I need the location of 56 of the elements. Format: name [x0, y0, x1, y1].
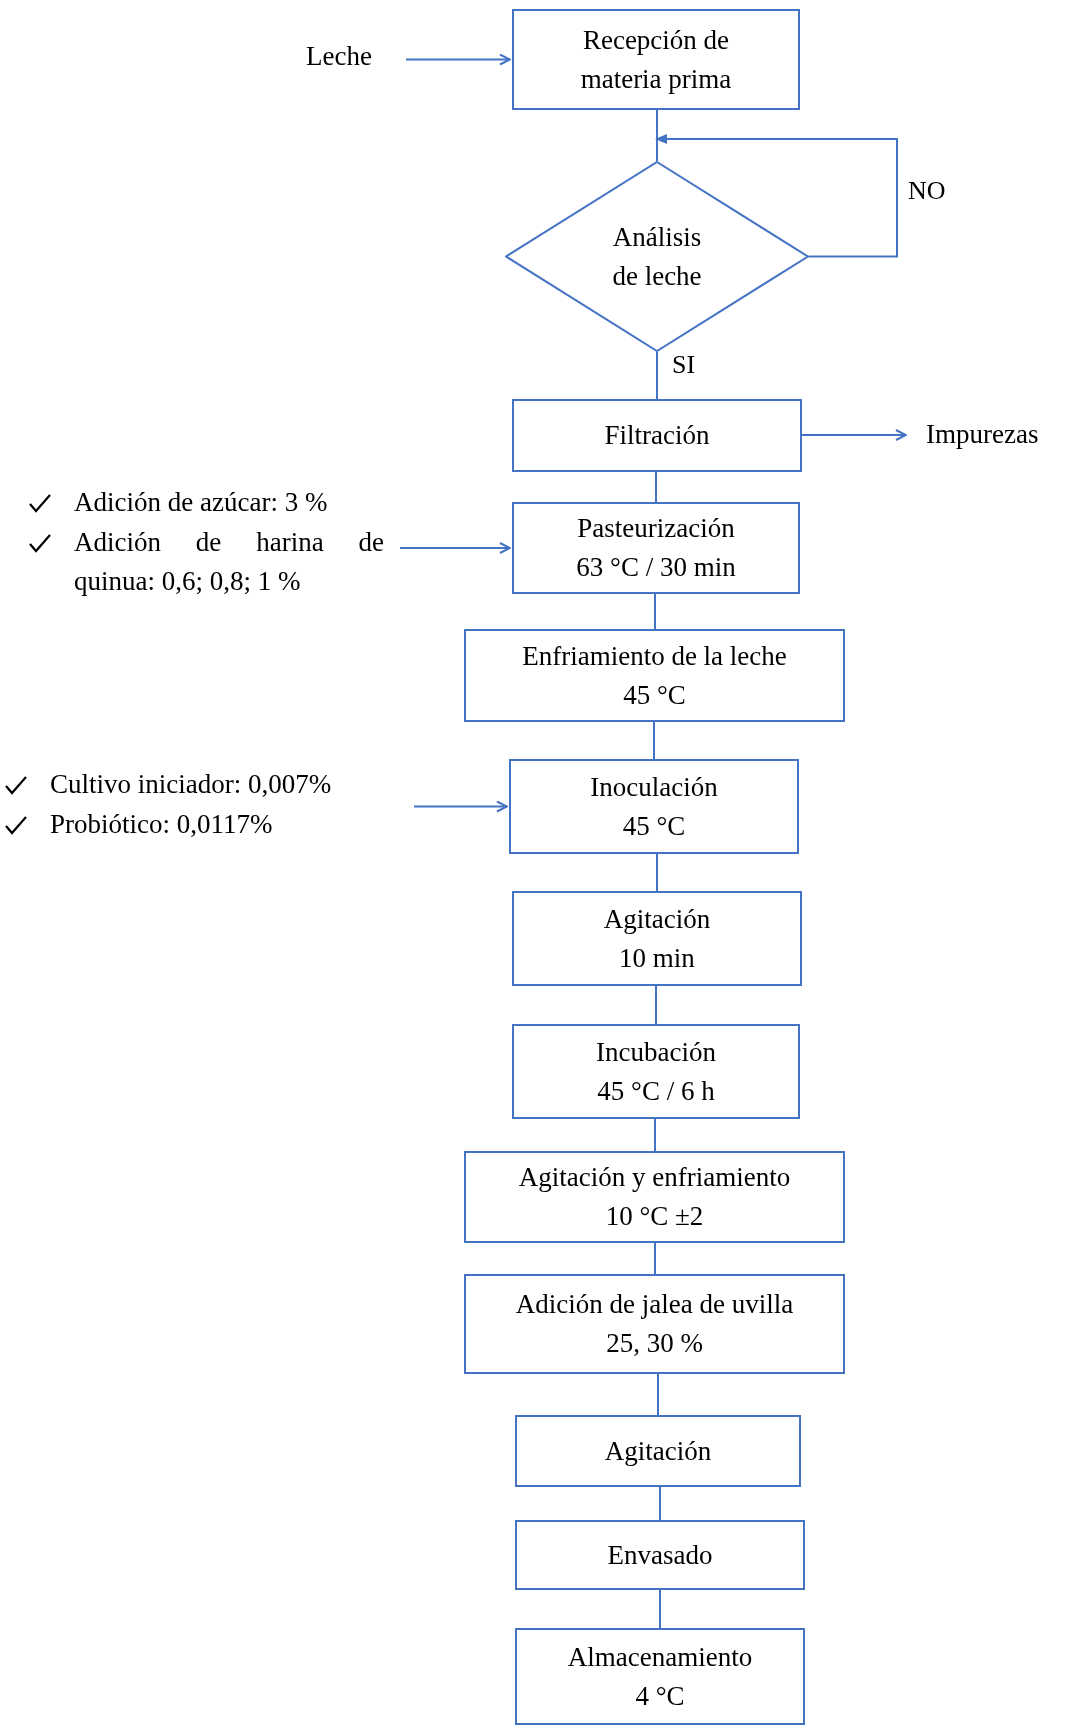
process-box [464, 629, 845, 722]
connector-line [654, 1118, 656, 1152]
connector-line [656, 109, 658, 162]
arrow [655, 134, 898, 258]
arrow [801, 429, 907, 441]
step-label: 45 °C [621, 809, 687, 843]
step-label: 4 °C [634, 1679, 686, 1713]
process-box [464, 1151, 845, 1243]
step-label: 45 °C [622, 678, 687, 712]
step-label: Pasteurización [576, 512, 736, 545]
step-label: Recepción de materia prima [579, 23, 733, 96]
arrow [413, 800, 508, 813]
connector-line [654, 593, 656, 630]
step-label: Adición de jalea de uvilla [514, 1288, 795, 1321]
process-box [464, 1274, 845, 1374]
process-box [512, 399, 802, 472]
step-label: Incubación [595, 1035, 717, 1069]
flow-label: Leche [306, 37, 390, 77]
process-box [515, 1415, 801, 1487]
step-label: Enfriamiento de la leche [521, 639, 788, 673]
connector-line [655, 985, 657, 1025]
connector-line [659, 1486, 661, 1521]
arrow [405, 53, 511, 66]
connector-line [656, 351, 658, 400]
step-label: 45 °C / 6 h [596, 1074, 716, 1108]
additive-item: Cultivo iniciador: 0,007% [50, 768, 333, 801]
process-box [512, 502, 800, 594]
process-box [512, 1024, 800, 1119]
connector-line [655, 471, 657, 503]
step-label: Agitación [603, 1434, 713, 1468]
step-label: 25, 30 % [605, 1327, 704, 1360]
process-box [512, 891, 802, 986]
connector-line [653, 721, 655, 760]
step-label: 10 °C ±2 [604, 1200, 705, 1233]
connector-line [654, 1242, 656, 1275]
additive-item: Adición de harina de quinua: 0,6; 0,8; 1 % [74, 526, 384, 598]
step-label: Agitación [602, 902, 712, 936]
step-label: Envasado [606, 1538, 714, 1572]
process-box [515, 1628, 805, 1725]
step-label: Inoculación [589, 770, 719, 804]
flow-label: Impurezas [926, 415, 1062, 455]
arrow [399, 542, 511, 554]
connector-line [657, 1373, 659, 1416]
connector-line [656, 853, 658, 892]
step-label: Análisis de leche [611, 220, 703, 293]
step-label: Agitación y enfriamiento [517, 1161, 792, 1194]
step-label: 63 °C / 30 min [575, 551, 737, 584]
connector-line [659, 1589, 661, 1629]
step-label: Almacenamiento [566, 1640, 754, 1674]
process-box [509, 759, 799, 854]
step-label: 10 min [618, 941, 696, 975]
process-box [515, 1520, 805, 1590]
additive-item: Probiótico: 0,0117% [50, 808, 274, 841]
step-label: Filtración [603, 419, 711, 452]
additive-item: Adición de azúcar: 3 % [74, 486, 329, 519]
process-box [512, 9, 800, 110]
